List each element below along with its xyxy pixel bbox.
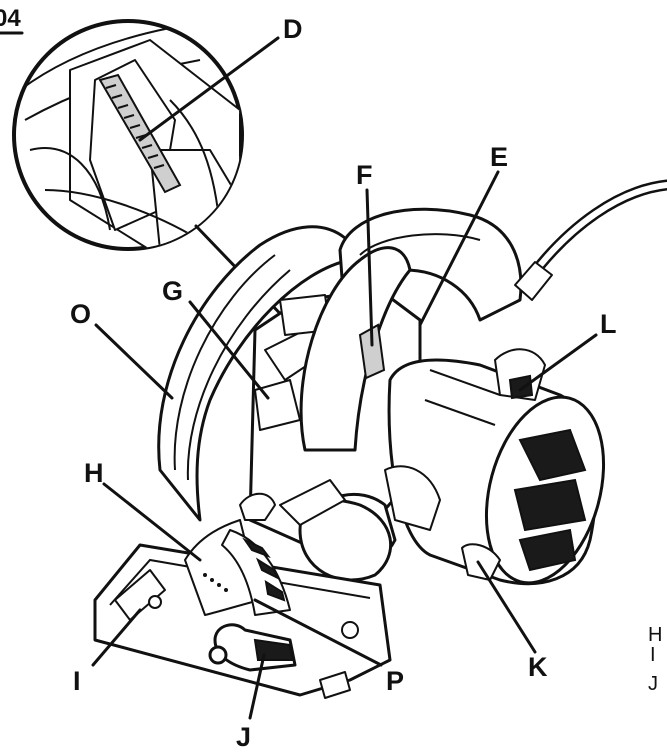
label-i: I bbox=[73, 666, 81, 696]
label-h: H bbox=[84, 458, 104, 488]
saw-body bbox=[93, 179, 667, 699]
leader-lines bbox=[91, 36, 598, 720]
label-o: O bbox=[70, 299, 91, 329]
leader-o bbox=[94, 323, 174, 400]
leader-e bbox=[418, 170, 500, 327]
side-text-h: H bbox=[648, 624, 662, 646]
side-text: H I J bbox=[648, 624, 662, 695]
leader-k bbox=[476, 560, 537, 654]
label-l: L bbox=[600, 309, 617, 339]
label-e: E bbox=[490, 142, 508, 172]
label-d: D bbox=[283, 14, 303, 44]
leader-l bbox=[518, 333, 598, 392]
callout-labels: D E F G L O H I J K P bbox=[70, 14, 617, 752]
leader-h bbox=[102, 482, 202, 562]
label-k: K bbox=[528, 652, 548, 682]
leader-g bbox=[188, 300, 270, 400]
base-plate bbox=[93, 543, 392, 697]
guard-lever bbox=[461, 543, 501, 581]
depth-scale-detail bbox=[98, 73, 182, 194]
leader-f bbox=[365, 188, 374, 347]
power-cord bbox=[524, 179, 667, 284]
label-f: F bbox=[356, 160, 373, 190]
label-g: G bbox=[162, 276, 183, 306]
detail-circle bbox=[12, 19, 244, 251]
side-text-i: I bbox=[650, 644, 656, 666]
side-text-j: J bbox=[648, 673, 658, 695]
leader-i bbox=[91, 608, 142, 667]
leader-p bbox=[253, 598, 383, 667]
leader-j bbox=[248, 653, 266, 720]
label-p: P bbox=[386, 666, 404, 696]
figure-number: 04 bbox=[0, 5, 21, 32]
label-j: J bbox=[236, 722, 251, 752]
leader-d bbox=[138, 36, 280, 142]
